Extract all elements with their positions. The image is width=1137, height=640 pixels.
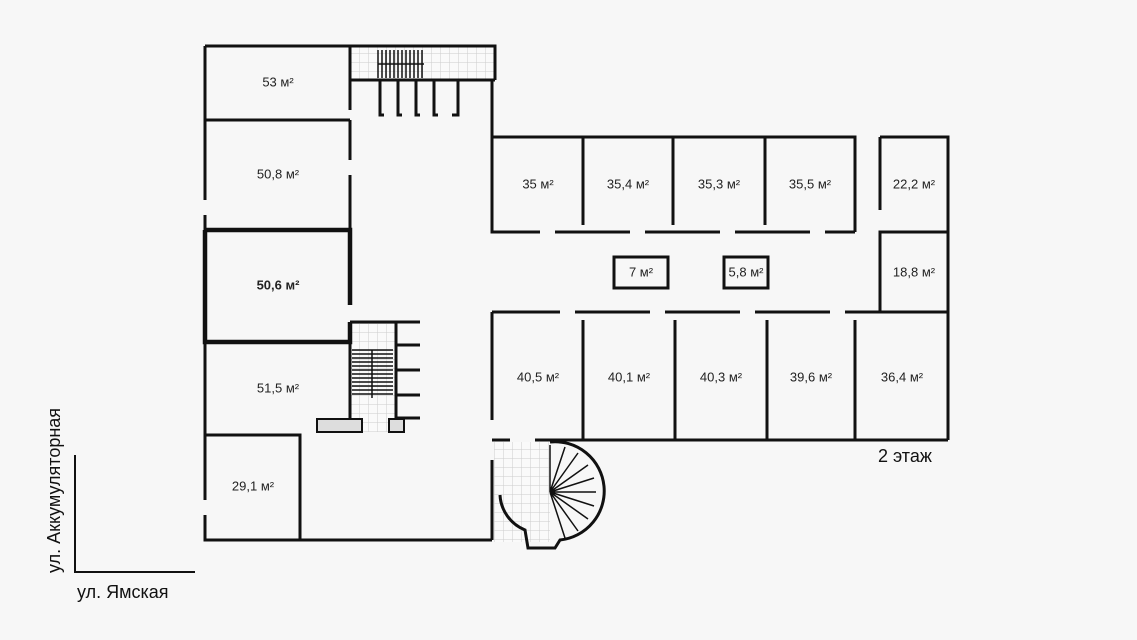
room-label: 40,3 м² bbox=[700, 369, 743, 384]
street-axes bbox=[74, 455, 195, 573]
street-vertical: ул. Аккумуляторная bbox=[44, 408, 64, 573]
room-label: 29,1 м² bbox=[232, 478, 275, 493]
room-label: 36,4 м² bbox=[881, 369, 924, 384]
room-label-selected: 50,6 м² bbox=[257, 277, 301, 292]
street-horizontal: ул. Ямская bbox=[77, 582, 169, 602]
room-label: 35 м² bbox=[522, 176, 554, 191]
wall-block bbox=[316, 418, 363, 433]
spiral-landing bbox=[494, 442, 550, 542]
wall-block bbox=[388, 418, 405, 433]
room-label: 35,3 м² bbox=[698, 176, 741, 191]
room-label: 53 м² bbox=[262, 74, 294, 89]
room-label: 5,8 м² bbox=[729, 264, 765, 279]
room-label: 50,8 м² bbox=[257, 166, 300, 181]
center-stair-landing bbox=[350, 322, 396, 432]
room-label: 7 м² bbox=[629, 264, 654, 279]
walls bbox=[202, 44, 950, 550]
room-label: 40,1 м² bbox=[608, 369, 651, 384]
room-label: 35,5 м² bbox=[789, 176, 832, 191]
room-label: 35,4 м² bbox=[607, 176, 650, 191]
room-label: 40,5 м² bbox=[517, 369, 560, 384]
room-label: 39,6 м² bbox=[790, 369, 833, 384]
room-label: 18,8 м² bbox=[893, 264, 936, 279]
room-label: 51,5 м² bbox=[257, 380, 300, 395]
spiral-treads bbox=[549, 445, 596, 539]
floor-label: 2 этаж bbox=[878, 446, 932, 466]
room-label: 22,2 м² bbox=[893, 176, 936, 191]
